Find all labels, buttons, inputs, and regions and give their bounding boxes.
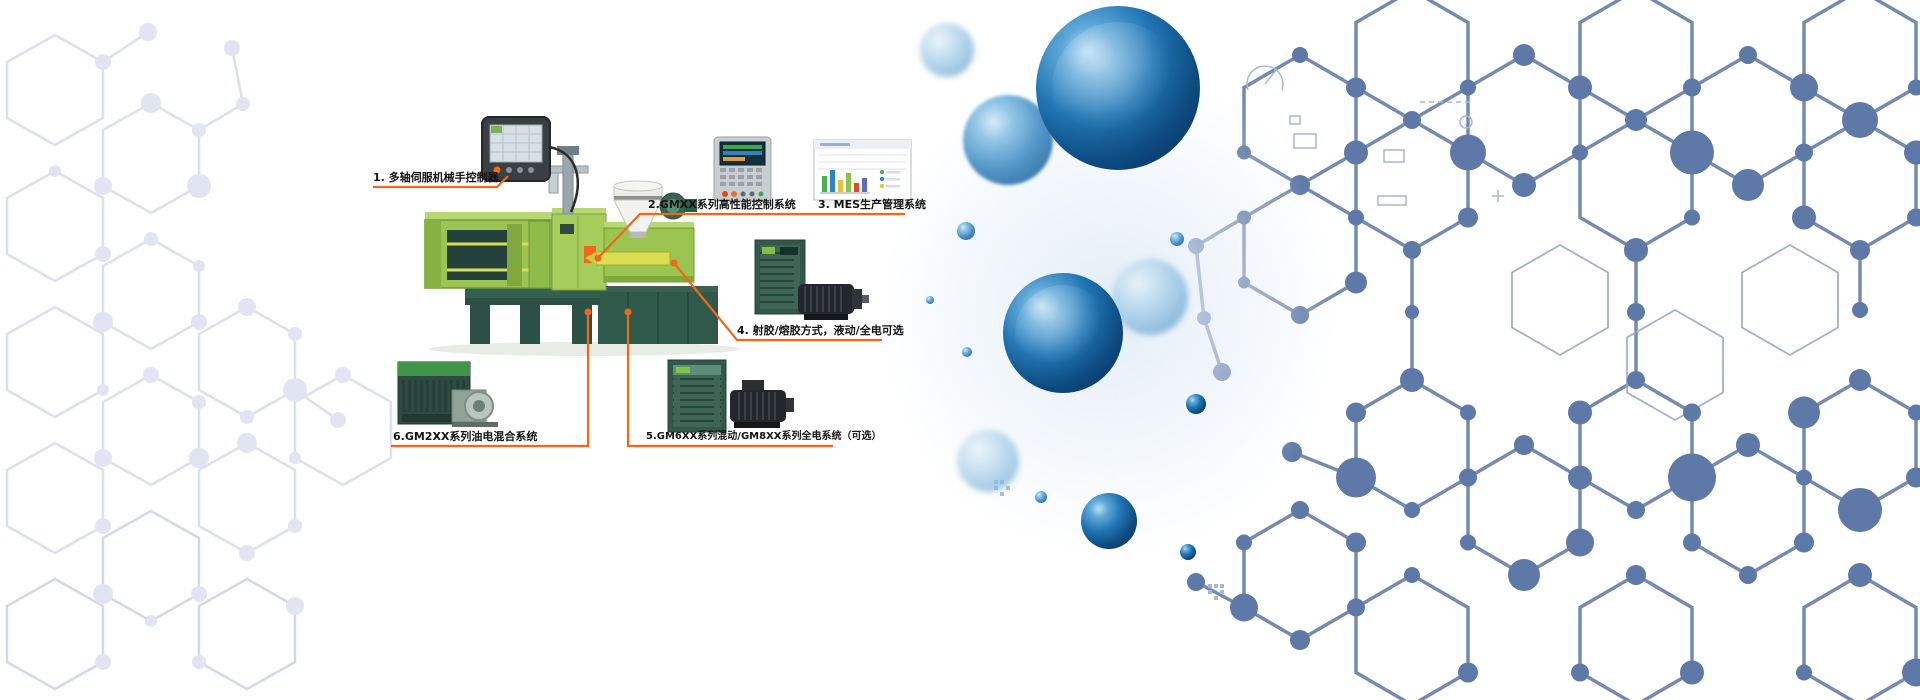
sphere-dot <box>1180 544 1196 560</box>
robot-arm <box>547 146 589 215</box>
callout-anchor-dots <box>584 254 678 316</box>
oil-electric-drive-image <box>397 361 498 427</box>
sphere-soft-bottom <box>957 430 1019 492</box>
clamping-unit <box>424 212 553 289</box>
mes-bar-chart <box>820 170 870 194</box>
injection-unit <box>585 222 695 283</box>
control-cabinet <box>551 208 607 291</box>
pendant-cable <box>548 145 579 213</box>
sphere-small-blur-top <box>920 23 974 77</box>
keypad-grid <box>720 168 765 189</box>
left-hexagons-bottom <box>5 509 297 691</box>
control-panel-image <box>713 136 772 202</box>
machine-base-right <box>598 286 718 344</box>
thin-hexagons <box>1511 243 1839 422</box>
callout-label-2: 2.GMXX系列高性能控制系统 <box>648 198 796 211</box>
mes-dashboard-image <box>813 139 912 201</box>
leader-line-6 <box>391 312 590 448</box>
sphere-medium-left <box>963 95 1053 185</box>
sphere-dot <box>1035 491 1047 503</box>
callout-leader-lines <box>373 175 905 448</box>
machine-base-left <box>465 286 600 344</box>
sphere-dot <box>957 222 975 240</box>
callout-label-4: 4. 射胶/熔胶方式，液动/全电可选 <box>737 324 904 337</box>
callout-label-3: 3. MES生产管理系统 <box>818 198 927 211</box>
leader-line-2-3 <box>597 212 905 259</box>
sphere-dot <box>926 296 934 304</box>
left-molecule-nodes <box>49 23 351 670</box>
callout-label-5: 5.GM6XX系列混动/GM8XX系列全电系统（可选） <box>646 431 882 442</box>
sphere-dot <box>1170 232 1184 246</box>
callout-label-6: 6.GM2XX系列油电混合系统 <box>393 430 538 443</box>
sphere-soft-right <box>1112 259 1188 335</box>
sphere-dot <box>962 347 972 357</box>
hybrid-system-image <box>667 359 794 433</box>
sphere-highlight <box>1052 22 1184 154</box>
mes-legend <box>879 169 900 189</box>
servo-drive-pump-image <box>754 239 869 320</box>
sphere-highlight <box>1015 285 1111 381</box>
sphere-dot <box>1186 394 1206 414</box>
callout-label-1: 1. 多轴伺服机械手控制器 <box>373 171 499 184</box>
machine-illustration <box>424 116 740 356</box>
gauge-icon <box>1246 65 1284 91</box>
cabinet-screen <box>584 246 596 263</box>
left-hexagons <box>5 30 393 555</box>
sphere-large-top <box>1036 6 1200 170</box>
sphere-large-middle <box>1003 273 1123 393</box>
sphere-small-bottom <box>1081 493 1137 549</box>
machine-shadow <box>430 342 740 356</box>
